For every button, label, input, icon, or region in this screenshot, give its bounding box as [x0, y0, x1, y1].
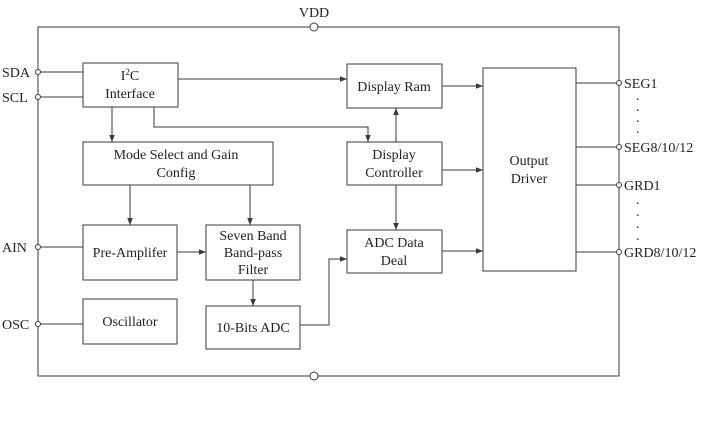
pin-grd-n-label: GRD8/10/12 [624, 246, 696, 261]
grd-continuation-dot-3: . [636, 217, 640, 232]
mode-select-label-1: Mode Select and Gain [114, 148, 239, 163]
pin-ain-label: AIN [2, 241, 27, 256]
arrow-i2c-to-display-controller [153, 107, 371, 142]
seven-band-label-3: Filter [238, 263, 269, 278]
pin-seg-n-label: SEG8/10/12 [624, 141, 693, 156]
seg-continuation-dot-1: . [636, 89, 640, 104]
pin-seg-n-terminal [616, 144, 622, 150]
adc-data-deal-label-2: Deal [381, 254, 408, 269]
gnd-terminal [309, 371, 319, 381]
pin-scl-label: SCL [2, 91, 28, 106]
i2c-label-c: C [130, 69, 139, 84]
grd-continuation-dot-4: . [636, 229, 640, 244]
grd-continuation-dot-1: . [636, 193, 640, 208]
arrow-adc-10bit-to-adc-data-deal [300, 256, 347, 326]
seven-band-label-2: Band-pass [224, 246, 282, 261]
pin-scl-terminal [35, 94, 41, 100]
vdd-label: VDD [299, 6, 329, 21]
chip-outline [37, 26, 620, 377]
seven-band-label-1: Seven Band [219, 229, 286, 244]
display-ram-label: Display Ram [357, 80, 431, 95]
adc-data-deal-label-1: ADC Data [364, 236, 424, 251]
i2c-interface-label: Interface [105, 87, 155, 102]
display-controller-block: Display Controller [346, 141, 443, 186]
adc-data-deal-block: ADC Data Deal [346, 229, 443, 274]
pin-seg1-label: SEG1 [624, 77, 657, 92]
seg-continuation-dot-3: . [636, 111, 640, 126]
oscillator-label: Oscillator [102, 315, 158, 330]
pin-osc-terminal [35, 321, 41, 327]
output-driver-label-1: Output [510, 154, 549, 169]
pin-sda-label: SDA [2, 66, 31, 81]
i2c-label-i: I [121, 69, 126, 84]
adc-10bit-block: 10-Bits ADC [205, 305, 301, 350]
vdd-terminal [309, 22, 319, 32]
pre-amplifier-label: Pre-Amplifer [93, 246, 168, 261]
pin-grd1-terminal [616, 182, 622, 188]
adc-10bit-label: 10-Bits ADC [216, 321, 290, 336]
pin-seg1-terminal [616, 80, 622, 86]
mode-select-label-2: Config [157, 166, 196, 181]
output-driver-label-2: Driver [511, 172, 548, 187]
i2c-label-sup: 2 [125, 67, 130, 77]
display-controller-label-2: Controller [365, 166, 423, 181]
seg-continuation-dot-2: . [636, 100, 640, 115]
pin-grd1-label: GRD1 [624, 179, 661, 194]
pin-ain-terminal [35, 244, 41, 250]
i2c-interface-block: I2C Interface [82, 62, 179, 108]
display-ram-block: Display Ram [346, 63, 443, 109]
seg-continuation-dot-4: . [636, 122, 640, 137]
pin-osc-label: OSC [2, 318, 29, 333]
display-controller-label-1: Display [372, 148, 416, 163]
pre-amplifier-block: Pre-Amplifer [82, 224, 178, 281]
i2c-label: I2C [121, 67, 140, 84]
grd-continuation-dot-2: . [636, 205, 640, 220]
output-driver-block: Output Driver [482, 67, 577, 272]
pin-grd-n-terminal [616, 249, 622, 255]
seven-band-filter-block: Seven Band Band-pass Filter [205, 224, 301, 281]
oscillator-block: Oscillator [82, 298, 178, 345]
mode-select-block: Mode Select and Gain Config [82, 141, 274, 186]
pin-sda-terminal [35, 69, 41, 75]
